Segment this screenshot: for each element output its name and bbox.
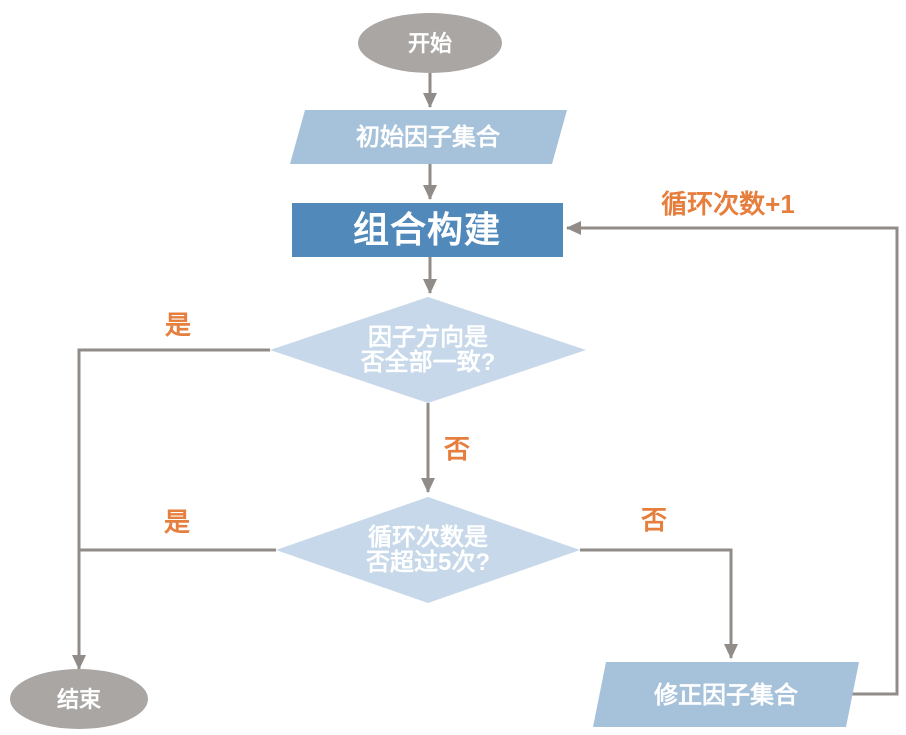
edge-labels: 是 否 是 否 循环次数+1 (164, 189, 795, 537)
label-yes-direction: 是 (165, 310, 191, 340)
edge-revised-loopback-to-build (566, 221, 899, 696)
build-process (292, 203, 563, 257)
initial-set-io (290, 110, 567, 164)
nodes: 开始 初始因子集合 组合构建 因子方向是 否全部一致? 循环次数是 否超过5次?… (10, 13, 859, 729)
start-label: 开始 (408, 31, 452, 56)
label-no-loops: 否 (641, 505, 667, 535)
revised-set-io (593, 662, 859, 727)
revised-set-label: 修正因子集合 (653, 681, 799, 709)
decision-loops-diamond (276, 497, 580, 603)
edge-decision-direction-yes-to-end (72, 348, 270, 670)
decision-direction-diamond (270, 297, 586, 403)
label-yes-loops: 是 (164, 507, 190, 537)
end-terminator (10, 669, 148, 729)
edges (72, 73, 899, 696)
build-label: 组合构建 (353, 209, 501, 250)
decision-loops-line1: 循环次数是 (368, 523, 488, 551)
start-terminator (358, 13, 502, 73)
label-no-direction: 否 (444, 434, 470, 464)
decision-loops-line2: 否超过5次? (365, 549, 490, 576)
edge-decision-loops-no-to-revised (580, 548, 738, 659)
decision-direction-line2: 否全部一致? (360, 348, 496, 376)
label-loop-increment: 循环次数+1 (661, 189, 795, 219)
initial-set-label: 初始因子集合 (356, 123, 501, 151)
end-label: 结束 (57, 687, 102, 712)
decision-direction-line1: 因子方向是 (368, 323, 488, 351)
